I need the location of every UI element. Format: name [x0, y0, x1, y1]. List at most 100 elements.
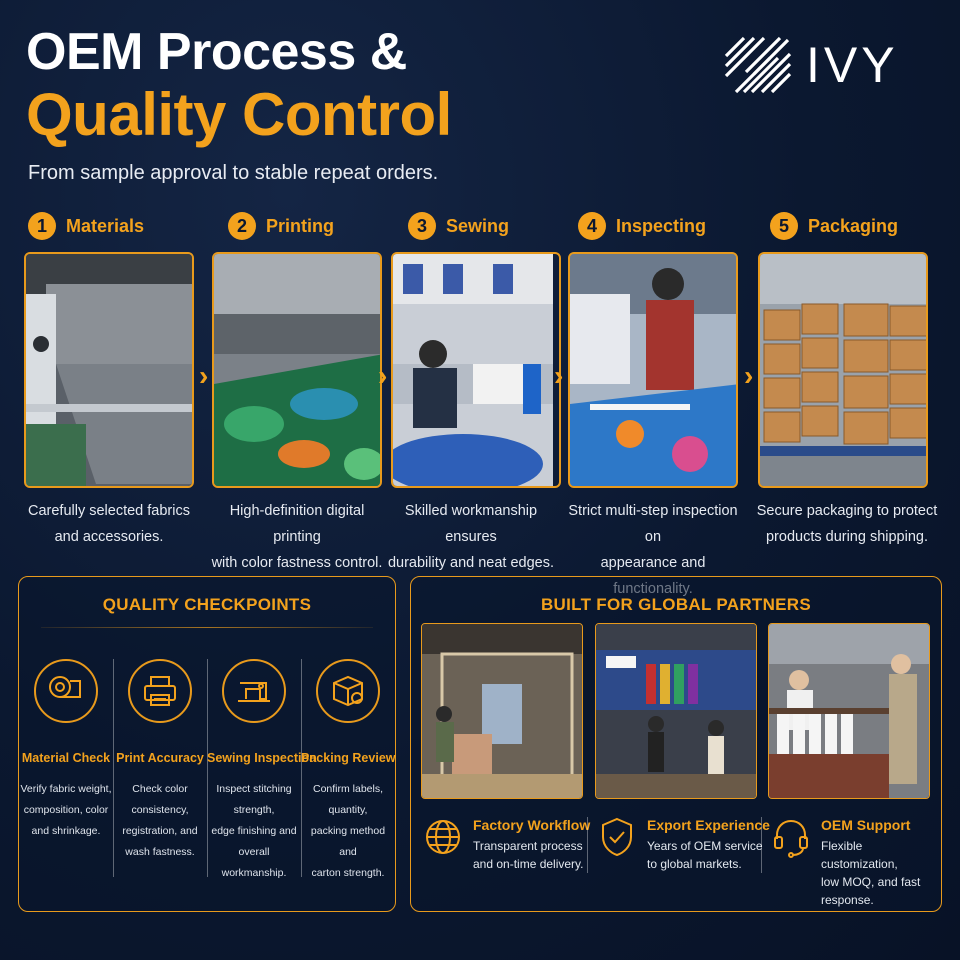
headset-icon — [774, 819, 808, 858]
feature-description: Flexible customization, low MOQ, and fas… — [821, 837, 941, 909]
shield-check-icon — [602, 817, 632, 857]
sewing-workshop-photo — [391, 252, 561, 488]
globe-icon — [426, 820, 460, 854]
panel-title: QUALITY CHECKPOINTS — [102, 595, 312, 614]
feature-title: Factory Workflow — [473, 817, 591, 833]
checkpoint-description: Verify fabric weight, composition, color… — [19, 779, 113, 842]
step-number: 4 — [578, 212, 606, 240]
sewing-machine-icon — [222, 659, 286, 723]
desc-line: durability and neat edges. — [387, 555, 555, 571]
desc-line: Verify fabric weight, — [20, 783, 112, 795]
feature-oem-support: OEM Support Flexible customization, low … — [771, 815, 941, 909]
step-label: Printing — [266, 215, 334, 236]
desc-line: with color fastness control. — [211, 555, 383, 571]
ivy-logo-mark-icon — [724, 36, 792, 94]
step-2-description: High-definition digital printing with co… — [206, 498, 388, 576]
desc-line: Secure packaging to protect — [756, 503, 938, 519]
desc-line: wash fastness. — [125, 846, 195, 858]
divider — [587, 817, 588, 873]
desc-line: and on-time delivery. — [473, 857, 584, 871]
desc-line: to global markets. — [647, 857, 742, 871]
checkpoint-material: Material Check Verify fabric weight, com… — [19, 659, 113, 842]
desc-line: composition, color — [23, 804, 109, 816]
divider — [207, 659, 208, 877]
exhibition-hall-photo — [595, 623, 757, 799]
desc-line: products during shipping. — [765, 529, 929, 545]
digital-printer-photo — [212, 252, 382, 488]
step-3-header: 3 Sewing — [408, 212, 509, 240]
desc-line: Strict multi-step inspection on — [568, 503, 738, 545]
checkpoint-description: Inspect stitching strength, edge finishi… — [207, 779, 301, 884]
step-number: 1 — [28, 212, 56, 240]
desc-line: and accessories. — [54, 529, 164, 545]
desc-line: low MOQ, and fast response. — [821, 875, 921, 907]
title-line-2: Quality Control — [26, 81, 452, 148]
feature-title: Export Experience — [647, 817, 770, 833]
desc-line: Flexible customization, — [821, 839, 898, 871]
chevron-right-icon: › — [554, 360, 564, 391]
desc-line: Carefully selected fabrics — [28, 503, 190, 519]
feature-factory-workflow: Factory Workflow Transparent process and… — [423, 815, 590, 873]
step-number: 5 — [770, 212, 798, 240]
chevron-right-icon: › — [199, 360, 209, 391]
feature-description: Years of OEM service to global markets. — [647, 837, 770, 873]
checkpoint-title: Material Check — [21, 751, 111, 765]
checkpoint-title: Print Accuracy — [116, 751, 204, 765]
desc-line: Skilled workmanship ensures — [404, 503, 538, 545]
divider — [113, 659, 114, 877]
buyers-meeting-photo — [768, 623, 930, 799]
step-label: Inspecting — [616, 215, 707, 236]
title-line-1: OEM Process & — [26, 23, 407, 81]
desc-line: Years of OEM service — [647, 839, 763, 853]
step-2-header: 2 Printing — [228, 212, 334, 240]
desc-line: carton strength. — [311, 867, 385, 879]
desc-line: packing method and — [310, 825, 386, 858]
desc-line: overall workmanship. — [221, 846, 287, 879]
feature-description: Transparent process and on-time delivery… — [473, 837, 590, 873]
divider — [41, 627, 373, 628]
desc-line: Confirm labels, quantity, — [312, 783, 384, 816]
divider — [761, 817, 762, 873]
checkpoint-packing: Packing Review Confirm labels, quantity,… — [301, 659, 396, 884]
desc-line: Inspect stitching strength, — [216, 783, 292, 816]
checkpoint-description: Check color consistency, registration, a… — [113, 779, 207, 863]
step-number: 2 — [228, 212, 256, 240]
package-icon — [316, 659, 380, 723]
step-1-description: Carefully selected fabrics and accessori… — [18, 498, 200, 550]
printer-icon — [128, 659, 192, 723]
checkpoint-description: Confirm labels, quantity, packing method… — [301, 779, 395, 884]
desc-line: edge finishing and — [211, 825, 297, 837]
ivy-logo: IVY — [722, 30, 922, 100]
divider — [301, 659, 302, 877]
step-label: Sewing — [446, 215, 510, 236]
step-number: 3 — [408, 212, 436, 240]
chevron-right-icon: › — [378, 360, 388, 391]
checkpoint-print: Print Accuracy Check color consistency, … — [113, 659, 207, 863]
step-label: Materials — [66, 215, 145, 236]
step-5-header: 5 Packaging — [770, 212, 898, 240]
step-4-header: 4 Inspecting — [578, 212, 706, 240]
fabric-roll-icon — [34, 659, 98, 723]
step-5-description: Secure packaging to protect products dur… — [756, 498, 938, 550]
quality-checkpoints-panel: QUALITY CHECKPOINTS Material Check Verif… — [18, 576, 396, 912]
desc-line: and shrinkage. — [31, 825, 101, 837]
fabric-roll-machine-photo — [24, 252, 194, 488]
panel-title: BUILT FOR GLOBAL PARTNERS — [540, 595, 812, 614]
trade-show-booth-photo — [421, 623, 583, 799]
checkpoint-title: Packing Review — [301, 751, 396, 765]
desc-line: registration, and — [122, 825, 198, 837]
desc-line: High-definition digital printing — [229, 503, 365, 545]
step-3-description: Skilled workmanship ensures durability a… — [380, 498, 562, 576]
global-partners-panel: BUILT FOR GLOBAL PARTNERS — [410, 576, 942, 912]
chevron-right-icon: › — [744, 360, 754, 391]
checkpoint-title: Sewing Inspection — [207, 751, 317, 765]
desc-line: Check color consistency, — [131, 783, 189, 816]
carton-warehouse-photo — [758, 252, 928, 488]
feature-export-experience: Export Experience Years of OEM service t… — [597, 815, 770, 873]
step-label: Packaging — [808, 215, 899, 236]
inspection-table-photo — [568, 252, 738, 488]
step-1-header: 1 Materials — [28, 212, 144, 240]
logo-text: IVY — [806, 37, 899, 93]
subtitle: From sample approval to stable repeat or… — [28, 162, 439, 184]
desc-line: Transparent process — [473, 839, 583, 853]
